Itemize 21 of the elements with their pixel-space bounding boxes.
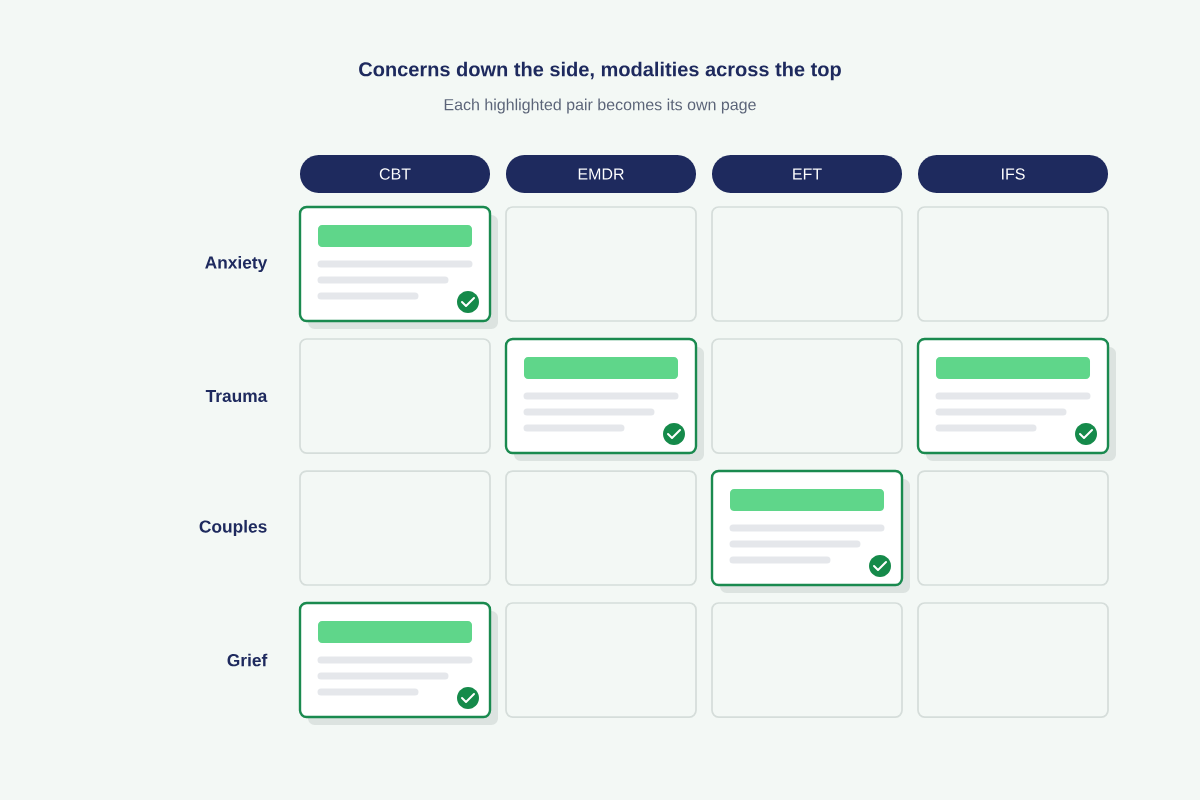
- column-header: CBT: [300, 155, 490, 193]
- empty-cell: [711, 206, 903, 322]
- row-label: Anxiety: [205, 255, 268, 273]
- row-label: Trauma: [205, 389, 268, 403]
- column-header: IFS: [918, 155, 1108, 193]
- empty-cell: [711, 338, 903, 454]
- column-header: EMDR: [506, 155, 696, 193]
- empty-cell: [917, 206, 1109, 322]
- empty-cell: [299, 338, 491, 454]
- empty-cell: [505, 602, 697, 718]
- empty-cell: [711, 602, 903, 718]
- subtitle: Each highlighted pair becomes its own page: [444, 98, 756, 114]
- empty-cell: [505, 470, 697, 586]
- column-header: EFT: [712, 155, 902, 193]
- empty-cell: [299, 470, 491, 586]
- row-label: Grief: [227, 653, 268, 667]
- row-label: Couples: [199, 519, 267, 537]
- empty-cell: [917, 470, 1109, 586]
- empty-cell: [917, 602, 1109, 718]
- empty-cell: [505, 206, 697, 322]
- title: Concerns down the side, modalities across the top: [359, 61, 841, 81]
